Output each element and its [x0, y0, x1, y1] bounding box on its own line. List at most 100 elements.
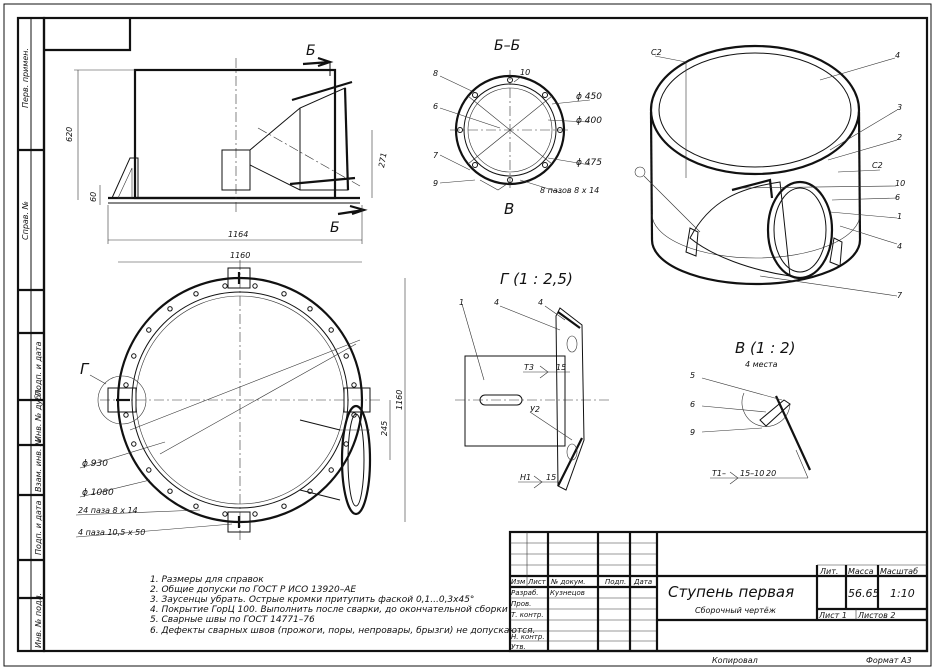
- dim-60: 60: [89, 192, 98, 202]
- section-bb: Б–Б 8 10 6 7 9 ϕ 450 ϕ 400 ϕ 475 8 пазов…: [433, 38, 602, 218]
- tb-mass-value: 56.65: [848, 587, 880, 600]
- v-weld-step: 20: [766, 469, 776, 478]
- bolt-hole: [307, 488, 313, 494]
- bolt-hole: [328, 467, 334, 473]
- bolt-hole: [131, 353, 137, 359]
- bolt-hole: [123, 382, 129, 388]
- tb-t-kontr: Т. контр.: [511, 611, 544, 619]
- bb-leader-6: 6: [433, 102, 438, 111]
- tb-subtitle: Сборочный чертёж: [695, 606, 777, 615]
- g-weld-n1: Н1: [520, 473, 531, 482]
- bb-leader-9: 9: [433, 179, 438, 188]
- tb-kopiroval: Копировал: [712, 656, 758, 665]
- dim-1160-h: 1160: [230, 251, 250, 260]
- bb-slots: 8 пазов 8 х 14: [540, 186, 599, 195]
- stamp-sprav-no: Справ. №: [21, 201, 30, 240]
- stamp-inv-podl: Инв. № подл.: [34, 593, 43, 648]
- outer-border: [3, 3, 932, 667]
- front-view: Б Б 620 60 1164 271: [65, 43, 389, 244]
- flange-bolt-holes: [123, 283, 357, 517]
- stamp-vzam-inv: Взам. инв. №: [34, 438, 43, 492]
- g-leader-4b: 4: [538, 298, 543, 307]
- bb-leader-7: 7: [433, 151, 439, 160]
- iso-view: С2 С2 4 3 2 10 6 1 4 7: [634, 44, 905, 300]
- bolt-hole: [252, 283, 258, 289]
- iso-n6: 6: [895, 193, 900, 202]
- bolt-hole: [281, 291, 287, 297]
- tb-razrab: Разраб.: [511, 589, 539, 597]
- bolt-hole: [328, 327, 334, 333]
- g-weld-15a: 15: [556, 363, 566, 372]
- bb-leader-10: 10: [520, 68, 530, 77]
- stamp-inv-dubl: Инв. № дубл.: [34, 387, 43, 442]
- tb-utv: Утв.: [511, 643, 526, 651]
- top-slots-24: 24 паза 8 х 14: [78, 506, 138, 515]
- iso-n1: 1: [897, 212, 902, 221]
- bb-dia-475: ϕ 475: [576, 158, 602, 168]
- iso-n3: 3: [897, 103, 902, 112]
- bolt-hole: [351, 412, 357, 418]
- bolt-hole: [222, 283, 228, 289]
- dim-1164: 1164: [228, 230, 248, 239]
- bb-dia-400: ϕ 400: [576, 116, 602, 126]
- bolt-hole: [281, 503, 287, 509]
- tb-title: Ступень первая: [668, 583, 794, 601]
- tb-sheets: Листов 2: [857, 611, 896, 620]
- note-1: 1. Размеры для справок: [150, 575, 264, 585]
- top-view: Г 1160 1160 245 ϕ 930 ϕ 1080 24 паза 8 х…: [75, 251, 406, 540]
- v-weld: Т1–: [712, 469, 726, 478]
- tb-format: Формат А3: [866, 656, 912, 665]
- detail-v: В (1 : 2) 4 места 5 6 9 Т1– 15–10 20: [690, 339, 811, 485]
- bolt-hole: [252, 511, 258, 517]
- tb-col-data: Дата: [633, 578, 652, 586]
- stamp-podp-data-2: Подп. и дата: [34, 500, 43, 555]
- top-detail-mark-g: Г: [80, 360, 90, 378]
- tb-sheet: Лист 1: [818, 611, 847, 620]
- iso-n10: 10: [895, 179, 905, 188]
- side-stamp: Перв. примен. Справ. № Подп. и дата Инв.…: [16, 16, 46, 653]
- iso-c2-b: С2: [872, 161, 883, 170]
- tb-col-izm: Изм: [511, 578, 526, 586]
- g-leader-1: 1: [459, 298, 464, 307]
- dim-245: 245: [380, 421, 389, 436]
- iso-c2-a: С2: [651, 48, 662, 57]
- g-weld-15b: 15: [546, 473, 556, 482]
- tb-prov: Пров.: [511, 600, 531, 608]
- tb-razrab-name: Кузнецов: [550, 589, 585, 597]
- bolt-hole: [343, 353, 349, 359]
- bolt-hole: [193, 291, 199, 297]
- iso-n4b: 4: [897, 242, 902, 251]
- detail-v-subtitle: 4 места: [745, 360, 778, 369]
- bb-leader-8: 8: [433, 69, 438, 78]
- note-6: 6. Дефекты сварных швов (прожоги, поры, …: [150, 626, 535, 636]
- tb-scale-value: 1:10: [890, 587, 915, 600]
- v-leader-9: 9: [690, 428, 695, 437]
- tb-col-doc: № докум.: [550, 578, 586, 586]
- tb-lit: Лит.: [819, 567, 838, 576]
- tb-col-podp: Подп.: [605, 578, 626, 586]
- g-weld-t3: Т3: [524, 363, 534, 372]
- bolt-hole: [222, 511, 228, 517]
- v-leader-5: 5: [690, 371, 695, 380]
- bolt-hole: [131, 441, 137, 447]
- iso-n4a: 4: [895, 51, 900, 60]
- iso-n2: 2: [897, 133, 902, 142]
- bb-dia-450: ϕ 450: [576, 92, 602, 102]
- g-weld-u2: У2: [530, 405, 540, 414]
- bolt-hole: [123, 412, 129, 418]
- section-mark-b-bottom: Б: [330, 220, 340, 236]
- note-5: 5. Сварные швы по ГОСТ 14771–76: [150, 615, 315, 625]
- detail-v-title: В (1 : 2): [735, 339, 795, 357]
- bolt-hole: [193, 503, 199, 509]
- dia-1080: ϕ 1080: [82, 488, 114, 498]
- section-bb-title: Б–Б: [494, 38, 520, 54]
- bolt-hole: [146, 327, 152, 333]
- title-block: Изм Лист № докум. Подп. Дата Разраб. Куз…: [508, 530, 929, 665]
- inner-frame: [42, 16, 929, 653]
- note-4: 4. Покрытие ГорЦ 100. Выполнить после св…: [150, 605, 508, 615]
- top-slots-4: 4 паза 10,5 х 50: [78, 528, 145, 537]
- bolt-hole: [351, 382, 357, 388]
- dim-1160-v: 1160: [395, 390, 404, 410]
- v-weld-spec: 15–10: [740, 469, 764, 478]
